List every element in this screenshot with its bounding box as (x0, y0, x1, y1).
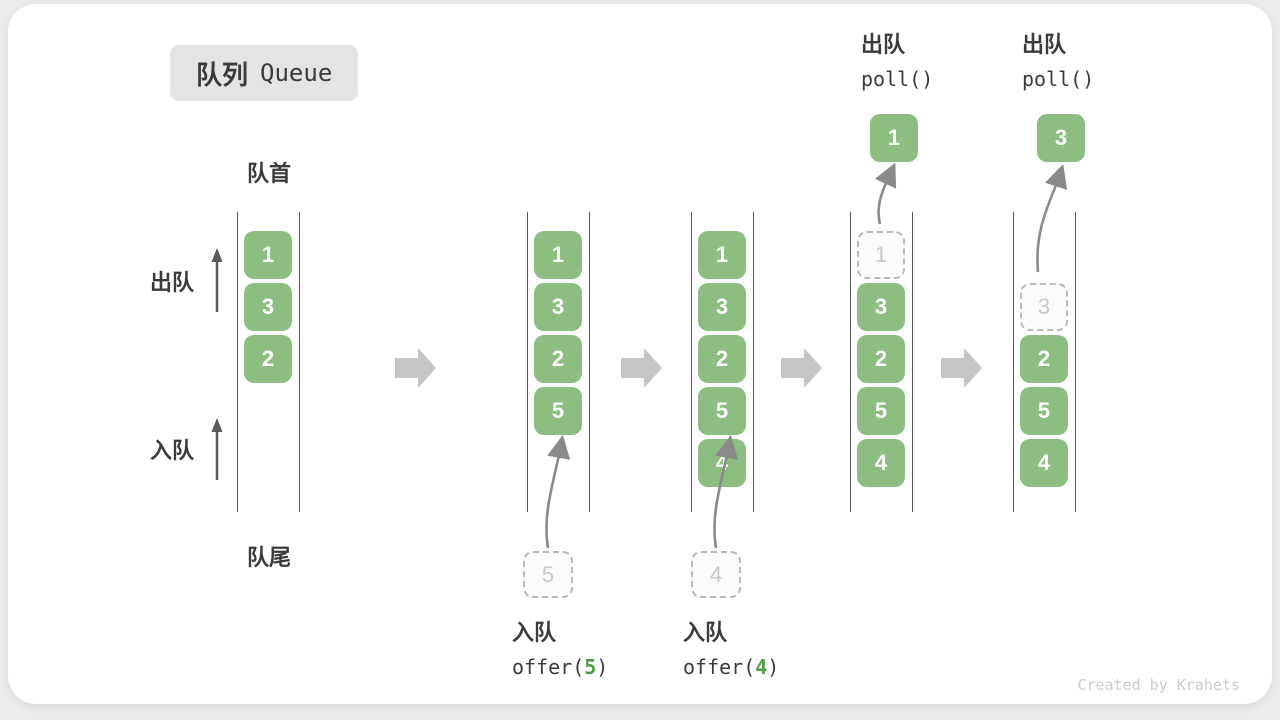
queue-cell: 5 (534, 387, 582, 435)
incoming-value-box: 4 (691, 551, 741, 598)
poll1-label-code: poll() (861, 67, 934, 91)
label-queue-front: 队首 (246, 161, 291, 186)
queue-cell: 5 (857, 387, 905, 435)
poll2-label-code: poll() (1022, 67, 1095, 91)
queue-cell: 3 (857, 283, 905, 331)
title-zh: 队列 (196, 59, 249, 90)
queue-cell: 4 (1020, 439, 1068, 487)
queue-state-1: 1 3 2 (237, 212, 300, 512)
up-arrow-icon (211, 418, 223, 480)
queue-cell: 5 (1020, 387, 1068, 435)
label-queue-rear: 队尾 (246, 545, 291, 570)
queue-cell: 3 (534, 283, 582, 331)
offer5-label: 入队 offer(5) (512, 616, 608, 684)
queue-cell: 2 (534, 335, 582, 383)
watermark: Created by Krahets (1077, 676, 1240, 694)
queue-cell: 2 (1020, 335, 1068, 383)
poll2-label-zh: 出队 (1022, 32, 1067, 57)
curved-arrow-icon (1036, 164, 1068, 273)
queue-cell: 5 (698, 387, 746, 435)
offer4-label-code: offer(4) (683, 655, 780, 679)
polled-value-box: 3 (1037, 114, 1085, 162)
queue-cell: 2 (857, 335, 905, 383)
offer5-label-zh: 入队 (512, 620, 557, 645)
queue-cell: 1 (698, 231, 746, 279)
curved-arrow-icon (545, 434, 571, 549)
title-en: Queue (260, 59, 333, 87)
label-enqueue-side: 入队 (150, 438, 195, 463)
label-dequeue-side: 出队 (150, 270, 195, 295)
queue-cell: 4 (857, 439, 905, 487)
incoming-value-box: 5 (523, 551, 573, 598)
curved-arrow-icon (713, 434, 739, 549)
queue-cell: 1 (534, 231, 582, 279)
poll1-label: 出队 poll() (861, 28, 933, 96)
polled-value-box: 1 (870, 114, 918, 162)
right-block-arrow-icon (941, 348, 982, 388)
queue-cell: 3 (698, 283, 746, 331)
queue-cell-removed: 3 (1020, 283, 1068, 331)
poll1-label-zh: 出队 (861, 32, 906, 57)
right-block-arrow-icon (781, 348, 822, 388)
queue-cell: 3 (244, 283, 292, 331)
offer4-label: 入队 offer(4) (683, 616, 779, 684)
queue-state-4: 1 3 2 5 4 (850, 212, 913, 512)
queue-cell: 2 (244, 335, 292, 383)
queue-state-5: 3 2 5 4 (1013, 212, 1076, 512)
queue-cell: 2 (698, 335, 746, 383)
queue-cell: 1 (244, 231, 292, 279)
curved-arrow-icon (874, 162, 897, 225)
title-badge: 队列 Queue (170, 45, 359, 101)
offer4-label-zh: 入队 (683, 620, 728, 645)
up-arrow-icon (211, 248, 223, 312)
right-block-arrow-icon (395, 348, 436, 388)
queue-cell-removed: 1 (857, 231, 905, 279)
right-block-arrow-icon (621, 348, 662, 388)
queue-state-2: 1 3 2 5 (527, 212, 590, 512)
offer5-label-code: offer(5) (512, 655, 609, 679)
poll2-label: 出队 poll() (1022, 28, 1094, 96)
